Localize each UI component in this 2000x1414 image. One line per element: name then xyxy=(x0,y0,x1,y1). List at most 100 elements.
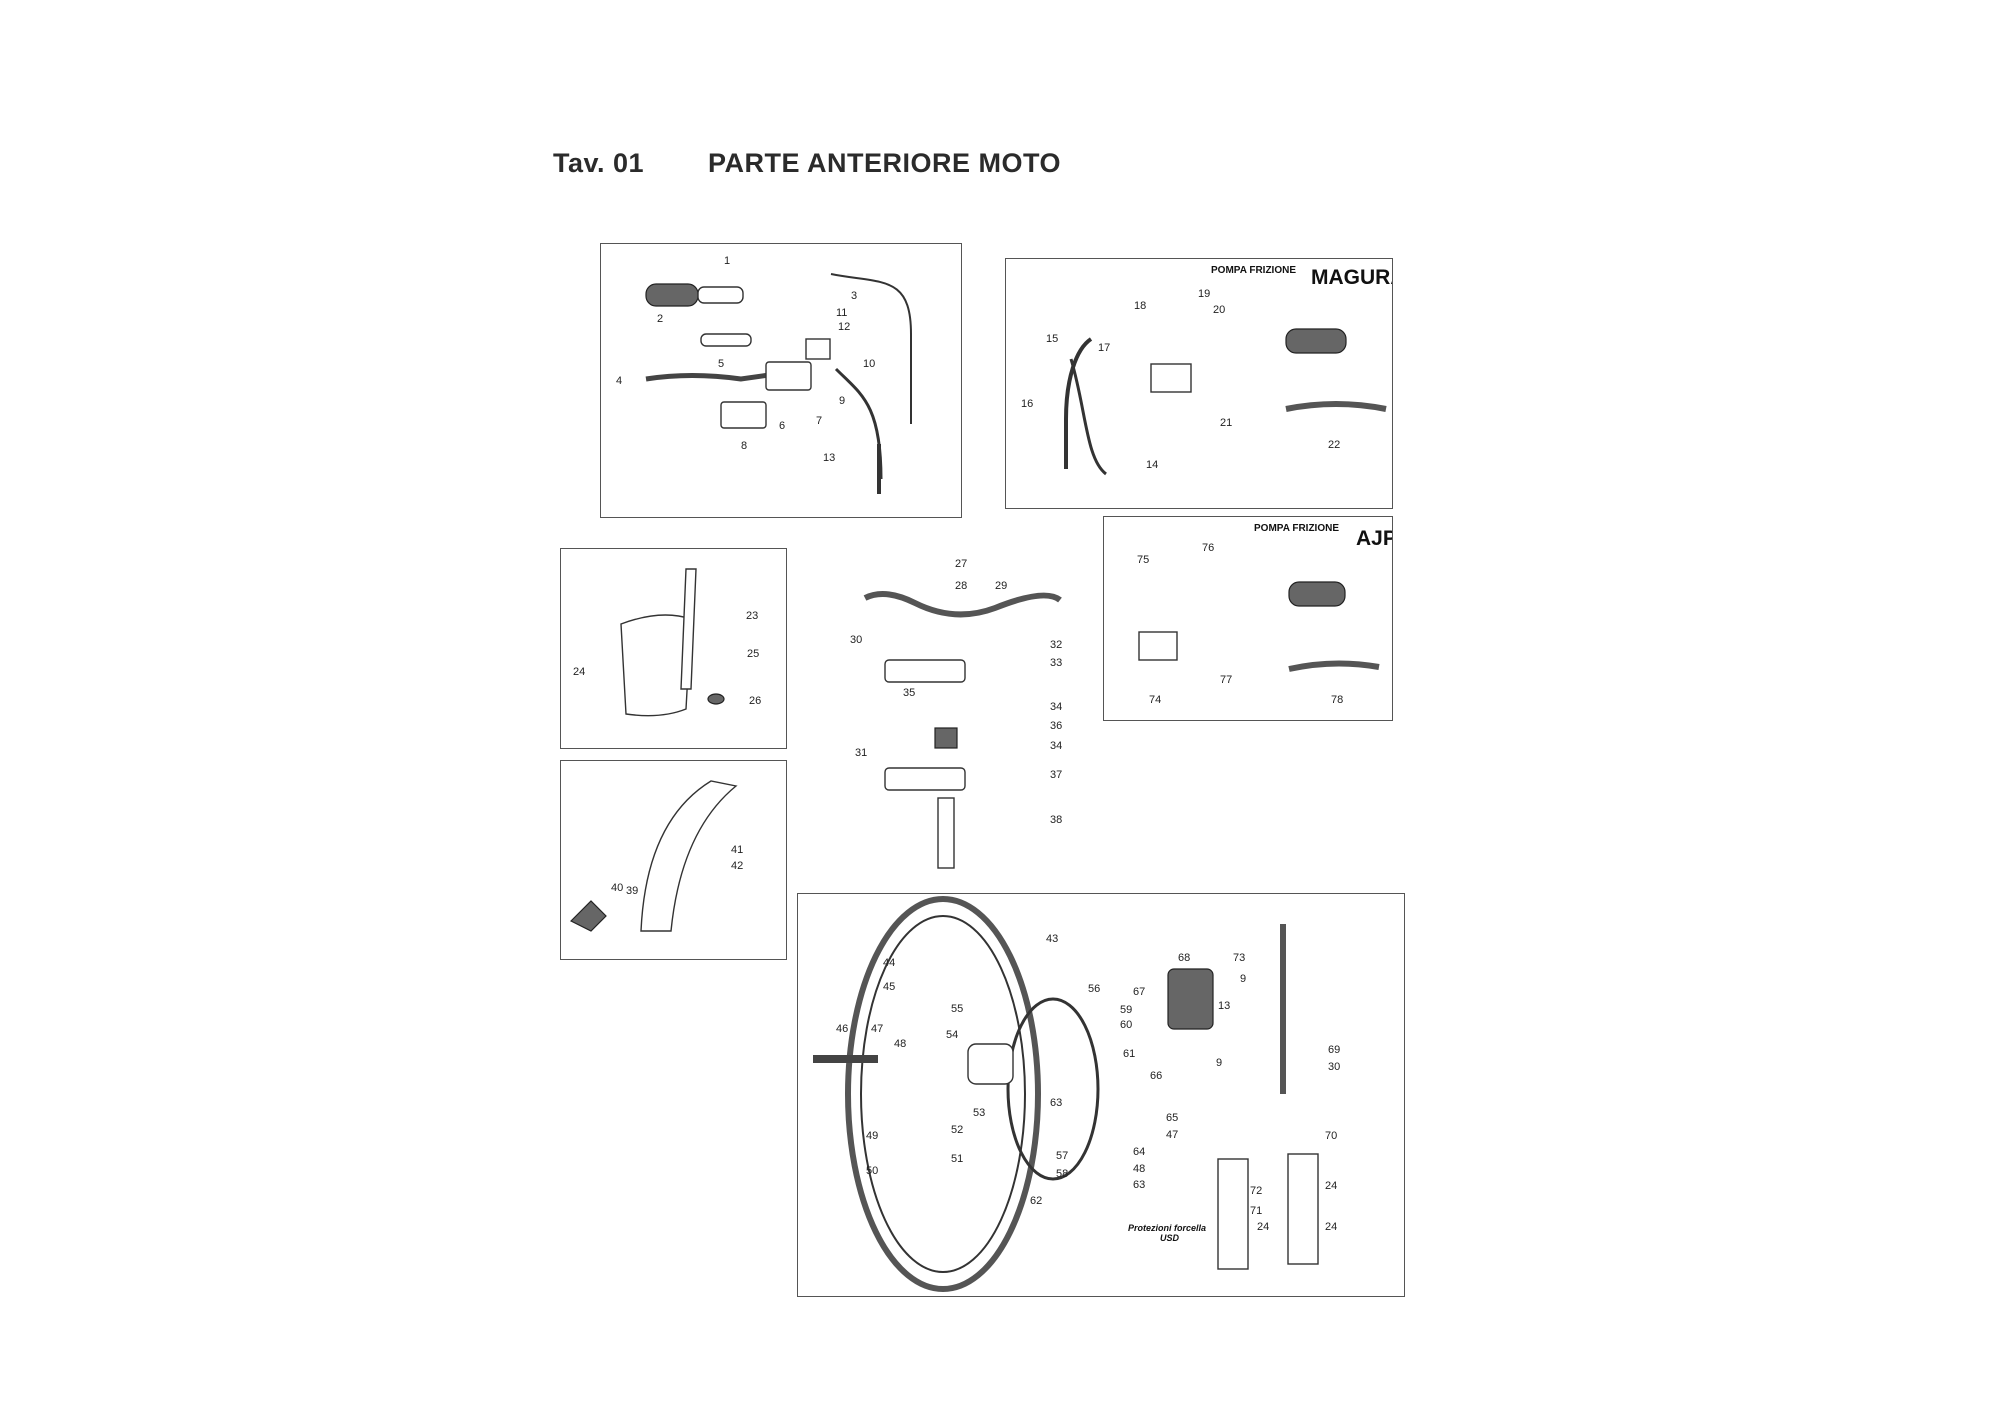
bearing-part xyxy=(934,727,958,749)
callout: 66 xyxy=(1150,1070,1162,1082)
callout: 20 xyxy=(1213,304,1225,316)
callout: 54 xyxy=(946,1029,958,1041)
callout: 9 xyxy=(839,395,845,407)
panel-handlebar-left: 1 2 3 4 5 6 7 8 9 10 11 12 13 xyxy=(600,243,962,518)
callout: 57 xyxy=(1056,1150,1068,1162)
callout: 43 xyxy=(1046,933,1058,945)
fork-guard-part xyxy=(1217,1158,1249,1270)
plate-part xyxy=(620,614,692,717)
callout: 8 xyxy=(741,440,747,452)
callout: 47 xyxy=(1166,1129,1178,1141)
callout: 78 xyxy=(1331,694,1343,706)
callout: 13 xyxy=(1218,1000,1230,1012)
panel-wheel: 43 44 45 46 47 48 49 50 51 52 53 54 55 5… xyxy=(797,893,1405,1297)
callout: 5 xyxy=(718,358,724,370)
callout: 35 xyxy=(903,687,915,699)
handlebar-part xyxy=(863,591,1062,618)
bottom-clamp-part xyxy=(884,767,966,791)
callout: 34 xyxy=(1050,740,1062,752)
callout: 13 xyxy=(823,452,835,464)
washer-part xyxy=(707,693,725,705)
callout: 45 xyxy=(883,981,895,993)
callout: 46 xyxy=(836,1023,848,1035)
hose-part xyxy=(1064,337,1093,469)
clutch-ajp-drawing: POMPA FRIZIONE AJP 74 75 76 77 78 xyxy=(1137,523,1392,706)
bracket-part xyxy=(569,900,607,932)
callout: 64 xyxy=(1133,1146,1145,1158)
callout: 29 xyxy=(995,580,1007,592)
callout: 68 xyxy=(1178,952,1190,964)
wheel-drawing: 43 44 45 46 47 48 49 50 51 52 53 54 55 5… xyxy=(813,896,1340,1292)
callout: 9 xyxy=(1216,1057,1222,1069)
callout: 7 xyxy=(816,415,822,427)
clamp-part xyxy=(720,401,767,429)
callout: 31 xyxy=(855,747,867,759)
callout: 48 xyxy=(1133,1163,1145,1175)
stem-part xyxy=(937,797,955,869)
callout: 34 xyxy=(1050,701,1062,713)
handlebar-left-drawing: 1 2 3 4 5 6 7 8 9 10 11 12 13 xyxy=(616,255,912,494)
rim-part xyxy=(860,915,1026,1273)
callout: 67 xyxy=(1133,986,1145,998)
callout: 38 xyxy=(1050,814,1062,826)
steering-drawing: 27 28 29 30 31 32 33 34 35 36 34 37 38 xyxy=(850,558,1062,869)
plate-bracket-part xyxy=(680,568,697,690)
callout: 63 xyxy=(1133,1179,1145,1191)
callout: 53 xyxy=(973,1107,985,1119)
caption-brand: MAGURA xyxy=(1311,266,1392,289)
callout: 30 xyxy=(850,634,862,646)
lever-part xyxy=(1285,401,1387,412)
caption-small: POMPA FRIZIONE xyxy=(1254,523,1339,534)
callout: 61 xyxy=(1123,1048,1135,1060)
hub-part xyxy=(967,1043,1014,1085)
callout: 21 xyxy=(1220,417,1232,429)
cable-part xyxy=(830,273,912,424)
lever-part xyxy=(1288,660,1380,672)
callout: 24 xyxy=(1257,1221,1269,1233)
throttle-tube-part xyxy=(697,286,744,304)
fender-part xyxy=(640,780,738,932)
fork-guard-part-2 xyxy=(1287,1153,1319,1265)
callout: 4 xyxy=(616,375,622,387)
callout: 51 xyxy=(951,1153,963,1165)
callout: 24 xyxy=(1325,1221,1337,1233)
callout: 59 xyxy=(1120,1004,1132,1016)
callout: 41 xyxy=(731,844,743,856)
callout: 11 xyxy=(836,307,847,319)
page-title: Tav. 01 PARTE ANTERIORE MOTO xyxy=(553,148,1061,179)
grip-part xyxy=(1288,581,1346,607)
callout: 42 xyxy=(731,860,743,872)
callout: 9 xyxy=(1240,973,1246,985)
callout: 65 xyxy=(1166,1112,1178,1124)
callout: 62 xyxy=(1030,1195,1042,1207)
callout: 47 xyxy=(871,1023,883,1035)
callout: 12 xyxy=(838,321,850,333)
callout: 63 xyxy=(1050,1097,1062,1109)
callout: 48 xyxy=(894,1038,906,1050)
callout: 75 xyxy=(1137,554,1149,566)
panel-number-plate: 23 24 25 26 xyxy=(560,548,787,749)
clutch-magura-drawing: POMPA FRIZIONE MAGURA 14 15 16 17 18 19 … xyxy=(1021,265,1392,476)
fender-drawing: 39 40 41 42 xyxy=(569,780,743,932)
callout: 72 xyxy=(1250,1185,1262,1197)
caption-brand: AJP xyxy=(1356,527,1392,550)
reservoir-part xyxy=(805,338,831,360)
callout: 1 xyxy=(724,255,730,267)
number-plate-drawing: 23 24 25 26 xyxy=(573,568,761,717)
callout: 77 xyxy=(1220,674,1232,686)
callout: 55 xyxy=(951,1003,963,1015)
callout: 24 xyxy=(1325,1180,1337,1192)
pump-body-part xyxy=(1150,363,1192,393)
callout: 2 xyxy=(657,313,663,325)
callout: 17 xyxy=(1098,342,1110,354)
table-title: PARTE ANTERIORE MOTO xyxy=(708,148,1062,178)
table-number: Tav. 01 xyxy=(553,148,645,178)
callout: 52 xyxy=(951,1124,963,1136)
master-cylinder-part xyxy=(765,361,812,391)
callout: 10 xyxy=(863,358,875,370)
callout: 26 xyxy=(749,695,761,707)
hose-part-2 xyxy=(1069,358,1107,476)
callout: 37 xyxy=(1050,769,1062,781)
callout: 28 xyxy=(955,580,967,592)
panel-fender: 39 40 41 42 xyxy=(560,760,787,960)
